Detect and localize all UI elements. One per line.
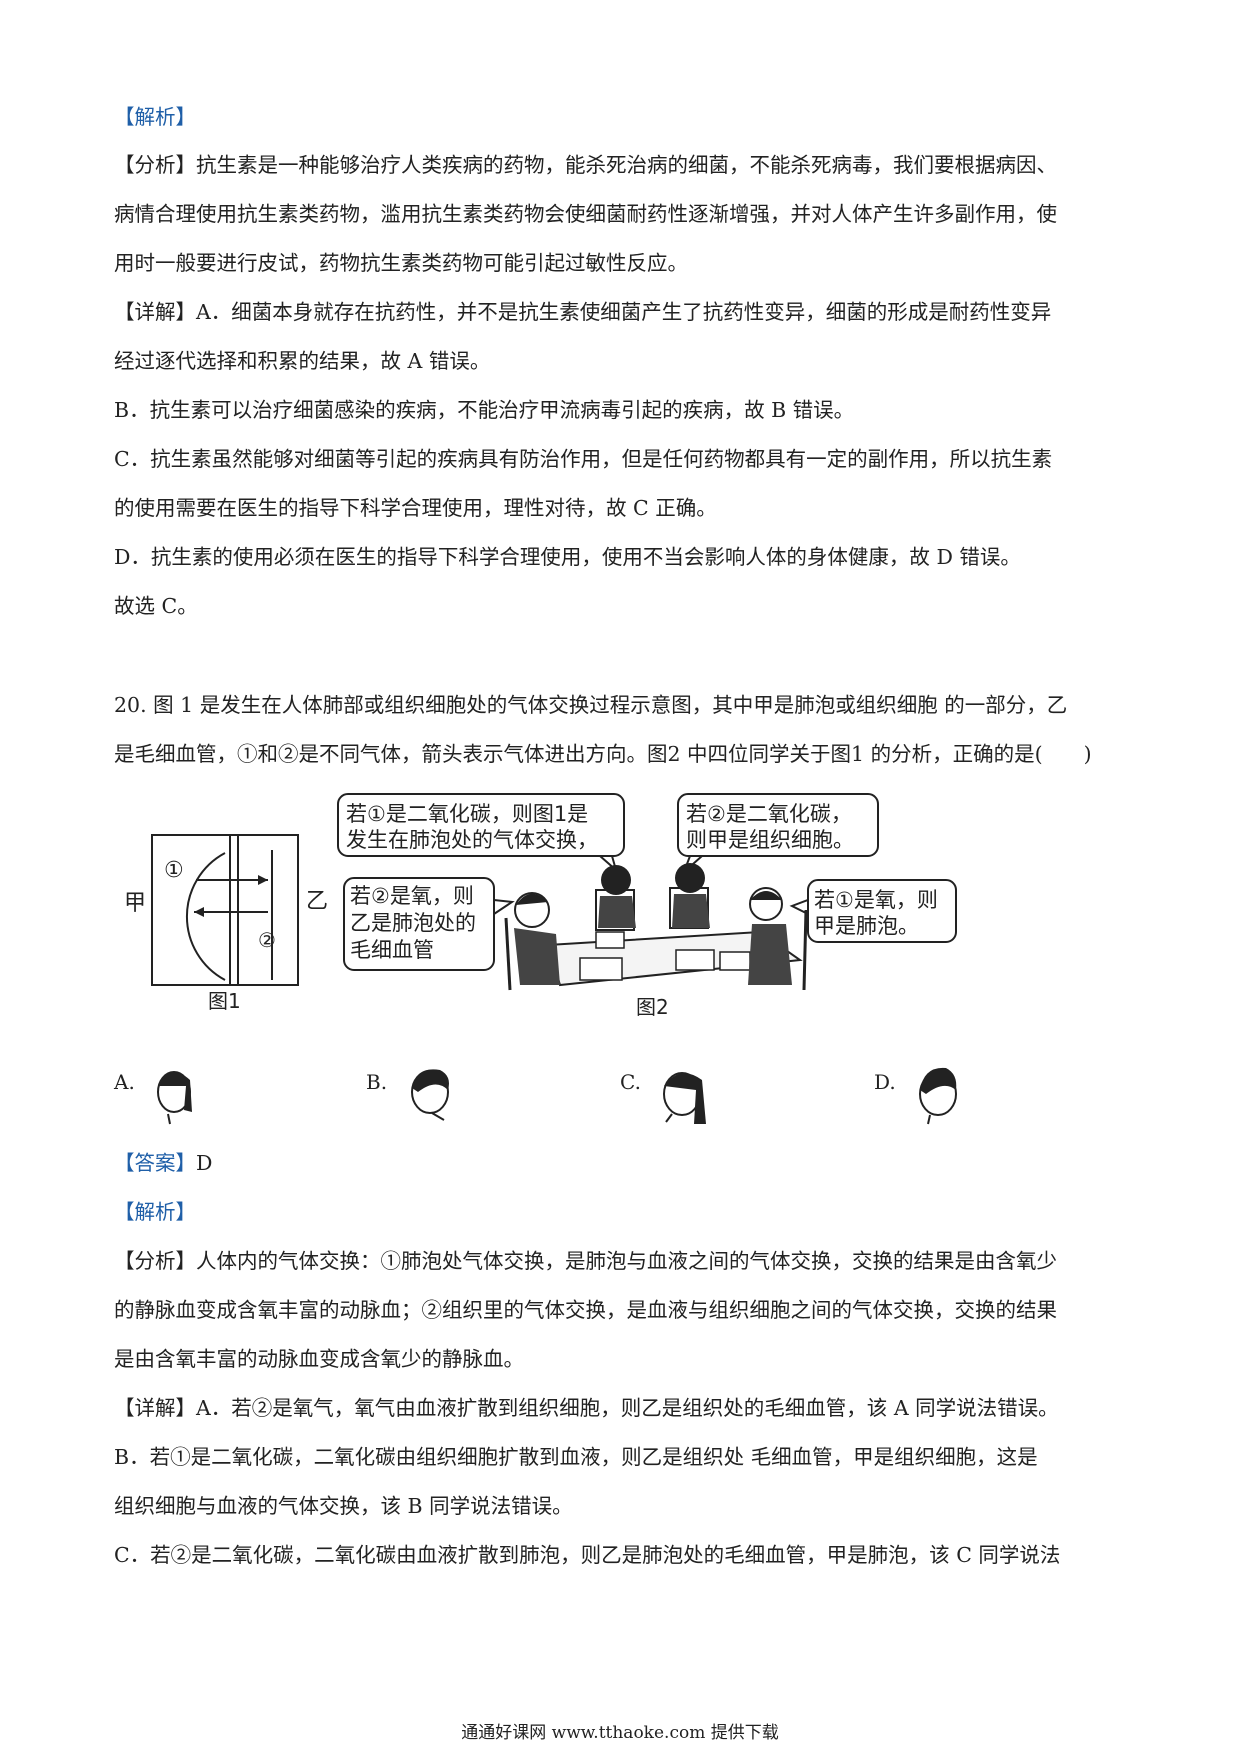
xiangjie-tag: 【详解】 [114, 300, 196, 324]
bubble-ml-text-2: 乙是肺泡处的 [350, 911, 476, 935]
option-d-explain: D．抗生素的使用必须在医生的指导下科学合理使用，使用不当会影响人体的身体健康，故… [114, 545, 1021, 569]
option-c-label: C. [620, 1070, 641, 1094]
option-b-avatar [411, 1069, 449, 1121]
q20-stem-1: 20. 图 1 是发生在人体肺部或组织细胞处的气体交换过程示意图，其中甲是肺泡或… [114, 693, 1068, 717]
bubble-mid-left [343, 877, 495, 971]
fenxi-line-2: 病情合理使用抗生素类药物，滥用抗生素类药物会使细菌耐药性逐渐增强，并对人体产生许… [114, 202, 1057, 226]
fig1-caption: 图1 [208, 989, 241, 1013]
answer-fenxi-tag: 【分析】 [114, 1249, 196, 1273]
jiexi-heading: 【解析】 [114, 105, 196, 129]
option-b-explain: B．抗生素可以治疗细菌感染的疾病，不能治疗甲流病毒引起的疾病，故 B 错误。 [114, 398, 855, 422]
answer-b-line-2: 组织细胞与血液的气体交换，该 B 同学说法错误。 [114, 1494, 573, 1518]
person-c-girl-back [672, 863, 710, 928]
xiangjie-text-1: A．细菌本身就存在抗药性，并不是抗生素使细菌产生了抗药性变异，细菌的形成是耐药性… [196, 300, 1052, 324]
fig1-mark-2: ② [258, 928, 276, 952]
fenxi-text-1: 抗生素是一种能够治疗人类疾病的药物，能杀死治病的细菌，不能杀死病毒，我们要根据病… [196, 153, 1057, 177]
answer-xiangjie-line-a: 【详解】A．若②是氧气，氧气由血液扩散到组织细胞，则乙是组织处的毛细血管，该 A… [114, 1393, 1134, 1423]
meeting-table [546, 930, 803, 987]
fig1-alveolus-arc [185, 852, 226, 981]
answer-xiangjie-tag: 【详解】 [114, 1396, 196, 1420]
bubble-tl-text-2: 发生在肺泡处的气体交换， [346, 828, 598, 852]
fig1-jia-label: 甲 [124, 891, 146, 916]
bubble-right [807, 879, 957, 943]
answer-value: D [196, 1151, 213, 1175]
option-d-label: D. [874, 1070, 896, 1094]
answer-c-line-1: C．若②是二氧化碳，二氧化碳由血液扩散到肺泡，则乙是肺泡处的毛细血管，甲是肺泡，… [114, 1543, 1061, 1567]
fenxi-line-1: 【分析】抗生素是一种能够治疗人类疾病的药物，能杀死治病的细菌，不能杀死病毒，我们… [114, 150, 1134, 180]
option-a-label: A. [114, 1070, 135, 1094]
choose-line: 故选 C。 [114, 594, 198, 618]
answer-xiangjie-text-a: A．若②是氧气，氧气由血液扩散到组织细胞，则乙是组织处的毛细血管，该 A 同学说… [196, 1396, 1059, 1420]
option-c-avatar [663, 1072, 706, 1124]
bubble-tl-text-1: 若①是二氧化碳，则图1是 [346, 802, 588, 826]
option-c-explain-2: 的使用需要在医生的指导下科学合理使用，理性对待，故 C 正确。 [114, 496, 717, 520]
bubble-r-text-2: 甲是肺泡。 [814, 914, 919, 938]
fig2-caption: 图2 [636, 995, 669, 1019]
bubble-top-left [337, 793, 625, 857]
bubble-tr-text-2: 则甲是组织细胞。 [686, 828, 854, 852]
bubble-top-right [677, 793, 879, 857]
fig1-mark-1: ① [164, 858, 184, 883]
person-d-boy-right [748, 887, 792, 985]
option-d-avatar [919, 1067, 957, 1125]
page-footer: 通通好课网 www.tthaoke.com 提供下载 [461, 1723, 779, 1743]
person-b-boy-back [598, 865, 636, 928]
answer-tag: 【答案】 [114, 1151, 196, 1175]
option-a-avatar [157, 1071, 192, 1125]
fig1-frame [151, 834, 299, 986]
xiangjie-line-2: 经过逐代选择和积累的结果，故 A 错误。 [114, 349, 491, 373]
fenxi-tag: 【分析】 [114, 153, 196, 177]
answer-b-line-1: B．若①是二氧化碳，二氧化碳由组织细胞扩散到血液，则乙是组织处 毛细血管，甲是组… [114, 1445, 1038, 1469]
option-c-explain-1: C．抗生素虽然能够对细菌等引起的疾病具有防治作用，但是任何药物都具有一定的副作用… [114, 447, 1053, 471]
fenxi-line-3: 用时一般要进行皮试，药物抗生素类药物可能引起过敏性反应。 [114, 251, 688, 275]
option-b-label: B. [366, 1070, 388, 1094]
bubble-ml-text-3: 毛细血管 [350, 938, 434, 962]
figure-1 [151, 834, 299, 986]
answer-fenxi-line-2: 的静脉血变成含氧丰富的动脉血；②组织里的气体交换，是血液与组织细胞之间的气体交换… [114, 1298, 1057, 1322]
bubble-tr-text-1: 若②是二氧化碳， [686, 802, 852, 826]
person-a-girl-left [514, 892, 560, 985]
bubble-r-text-1: 若①是氧，则 [814, 888, 938, 912]
answer-fenxi-line-3: 是由含氧丰富的动脉血变成含氧少的静脉血。 [114, 1347, 524, 1371]
xiangjie-line-1: 【详解】A．细菌本身就存在抗药性，并不是抗生素使细菌产生了抗药性变异，细菌的形成… [114, 297, 1134, 327]
fig1-yi-label: 乙 [306, 889, 328, 914]
figure-2 [337, 793, 957, 991]
answer-line: 【答案】D [114, 1148, 1134, 1178]
bubble-ml-text-1: 若②是氧，则 [350, 884, 474, 908]
answer-fenxi-text-1: 人体内的气体交换：①肺泡处气体交换，是肺泡与血液之间的气体交换，交换的结果是由含… [196, 1249, 1057, 1273]
answer-jiexi-heading: 【解析】 [114, 1200, 196, 1224]
q20-stem-2: 是毛细血管，①和②是不同气体，箭头表示气体进出方向。图2 中四位同学关于图1 的… [114, 742, 1092, 766]
answer-fenxi-line-1: 【分析】人体内的气体交换：①肺泡处气体交换，是肺泡与血液之间的气体交换，交换的结… [114, 1246, 1134, 1276]
